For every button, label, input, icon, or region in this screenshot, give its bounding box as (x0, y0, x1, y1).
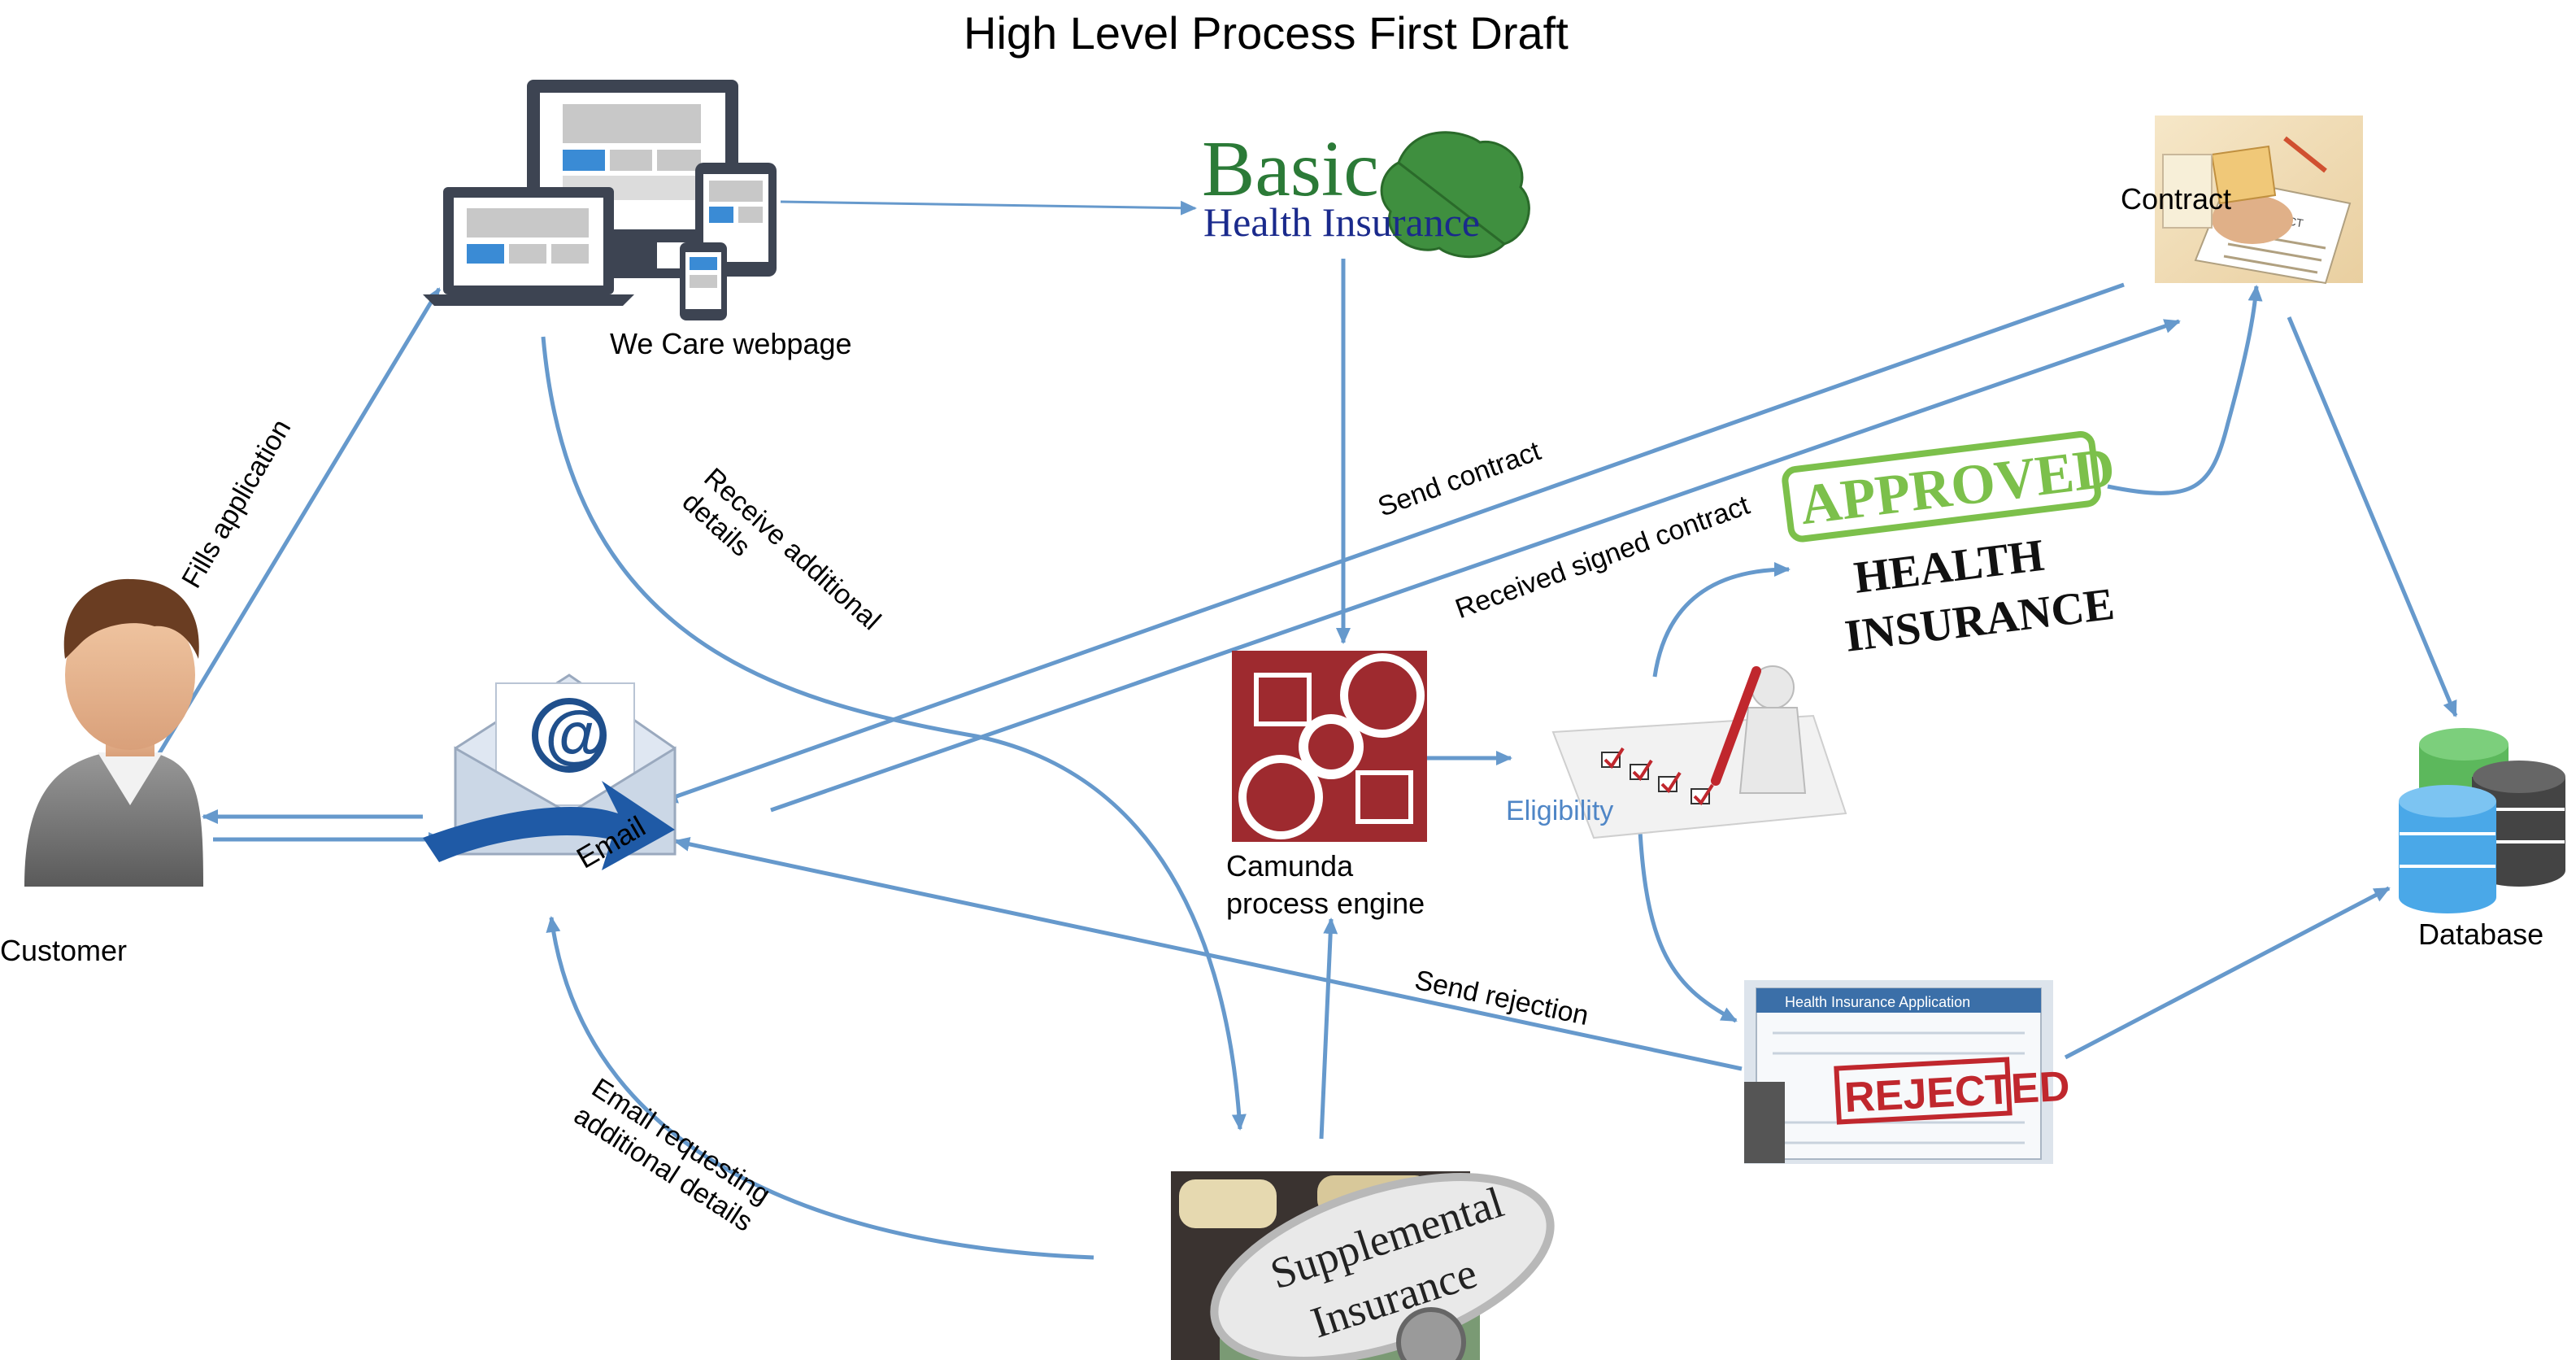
arrows (152, 200, 2458, 1260)
leaf-icon (1380, 131, 1530, 259)
arrow-supplemental-to-email (546, 916, 1094, 1260)
email-icon: @ (423, 673, 677, 870)
rejected-label: REJECTED (1843, 1063, 2071, 1122)
arrow-rejected-to-database (2064, 886, 2391, 1060)
devices-icon (423, 80, 777, 320)
supplemental-insurance-image: Supplemental Insurance (1171, 1171, 1555, 1360)
diagram-title: High Level Process First Draft (964, 7, 1569, 59)
engine-label: Camunda process engine (1226, 849, 1425, 920)
at-symbol-icon: @ (545, 698, 608, 770)
arrow-webpage-to-supplemental (541, 336, 1247, 1131)
customer-label: Customer (0, 934, 128, 967)
database-icon (2399, 728, 2565, 913)
arrow-eligibility-to-rejected (1636, 792, 1738, 1023)
database-label: Database (2418, 918, 2544, 951)
arrow-rejection-to-email (673, 836, 1743, 1071)
basic-health-insurance-logo: Basic Health Insurance (1202, 125, 1530, 259)
basic-logo-top: Basic (1202, 125, 1379, 213)
eligibility-label: Eligibility (1506, 796, 1614, 826)
arrow-received-signed-contract (770, 319, 2181, 813)
approved-stamp: APPROVED HEALTH INSURANCE (1782, 431, 2118, 662)
rejected-application-image: Health Insurance Application REJECTED (1744, 980, 2071, 1164)
eligibility-checklist-icon (1551, 665, 1847, 839)
customer-icon (24, 578, 203, 887)
arrow-send-contract (661, 282, 2125, 804)
rejected-form-title: Health Insurance Application (1785, 994, 1970, 1010)
webpage-label: We Care webpage (610, 327, 852, 360)
camunda-logo (1232, 651, 1427, 842)
arrow-fills-application (152, 287, 442, 763)
arrow-eligibility-to-approved (1652, 562, 1791, 678)
arrow-approved-to-contract (2107, 285, 2263, 495)
contract-label: Contract (2121, 182, 2232, 216)
basic-logo-bottom: Health Insurance (1203, 199, 1480, 245)
arrow-webpage-to-basic (780, 200, 1197, 216)
arrow-supplemental-to-engine (1319, 918, 1338, 1140)
contract-image: CONTRACT (2155, 116, 2363, 285)
arrow-contract-to-database (2287, 316, 2458, 717)
